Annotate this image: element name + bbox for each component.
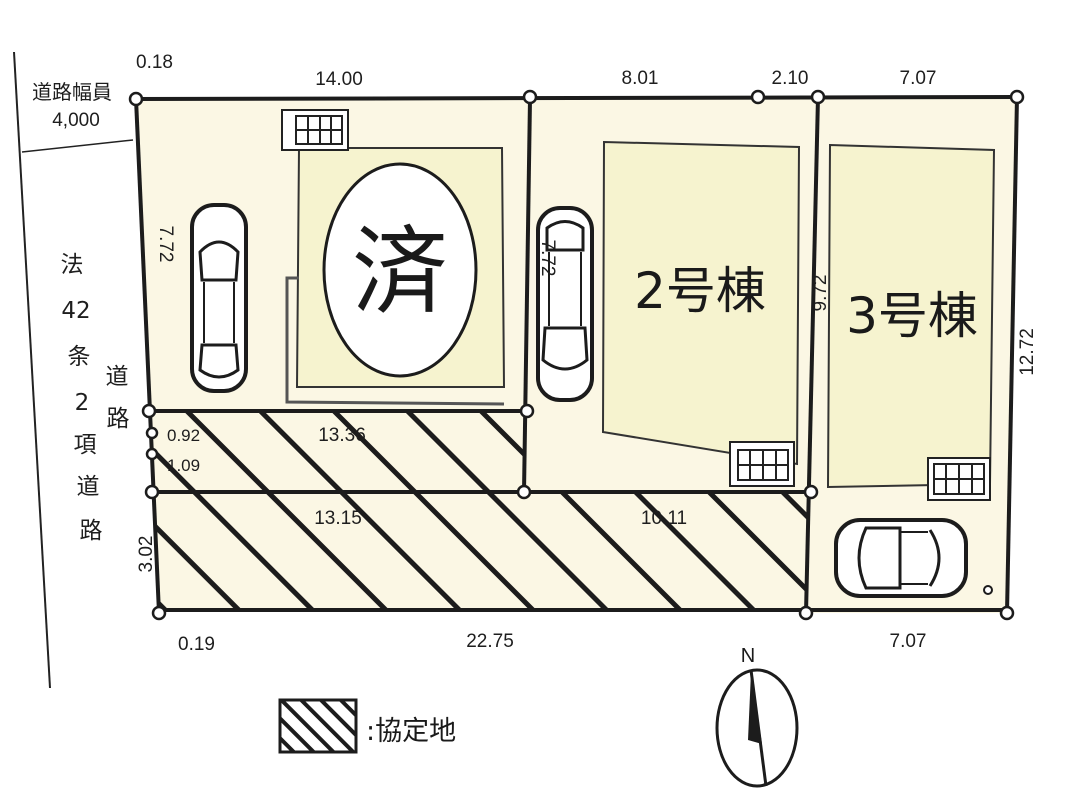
dim-left-lower-depth: 3.02 [136,536,157,573]
car-icon-lot-1 [190,203,248,393]
car-icon-lot-3 [834,518,968,598]
dim-strip-offset1: 0.92 [167,426,200,445]
dim-strip-lower-len1: 13.15 [314,508,362,529]
dim-top-seg1: 14.00 [315,69,363,90]
dim-top-seg4: 7.07 [900,68,937,89]
dim-top-seg2: 8.01 [622,68,659,89]
boundary-markers [128,89,1025,621]
road-type-char-6: 道 [77,474,100,500]
lot-3-label: 3号棟 [846,287,978,345]
lot-1-status: 済 [352,216,448,328]
meter-box-lot-1 [281,109,349,151]
dim-strip-offset2: 1.09 [167,456,200,475]
dim-top-offset: 0.18 [136,52,173,73]
north-arrow-icon: N [715,645,799,788]
dim-strip-lower-len2: 10.11 [641,508,687,529]
agreement-land-lower [152,492,811,610]
road-width-value: 4,000 [52,110,100,131]
lot-2-label: 2号棟 [634,262,766,320]
road-type-char-4: 2 [75,390,90,416]
lot-2-building [601,140,801,466]
sold-mark-circle [322,162,478,378]
road-type-char-5: 項 [74,432,97,458]
meter-box-lot-3 [927,457,991,501]
road-edge-line [13,51,51,689]
dim-lot3-depth: 9.72 [810,275,831,312]
road-width-dimension-line [21,139,134,153]
agreement-land-upper [149,411,527,492]
legend-agreement-land: :協定地 [366,716,456,747]
road-width-label: 道路幅員 [32,80,112,104]
dim-left-depth: 7.72 [155,226,176,263]
meter-box-lot-2 [729,441,795,487]
road-type-char-7: 路 [80,518,103,544]
lot-1-building-annex [285,276,505,406]
road-char-2: 路 [107,406,130,432]
dim-strip-upper-len: 13.36 [318,425,366,446]
north-label: N [741,645,755,667]
road-type-char-3: 条 [68,344,91,370]
road-type-char-2: 42 [61,298,90,324]
dim-bottom-len2: 7.07 [890,631,927,652]
road-type-char-1: 法 [61,252,84,278]
legend-hatch-swatch [278,698,358,754]
small-marker [983,585,993,595]
dim-right-depth: 12.72 [1017,328,1038,376]
dim-bottom-offset: 0.19 [178,634,215,655]
dim-bottom-len1: 22.75 [466,631,514,652]
dim-top-seg3: 2.10 [772,68,809,89]
dim-lot2-depth: 7.72 [537,240,558,277]
road-char-1: 道 [106,364,129,390]
boundary-lines [134,95,1019,614]
car-icon-lot-2 [536,206,594,402]
